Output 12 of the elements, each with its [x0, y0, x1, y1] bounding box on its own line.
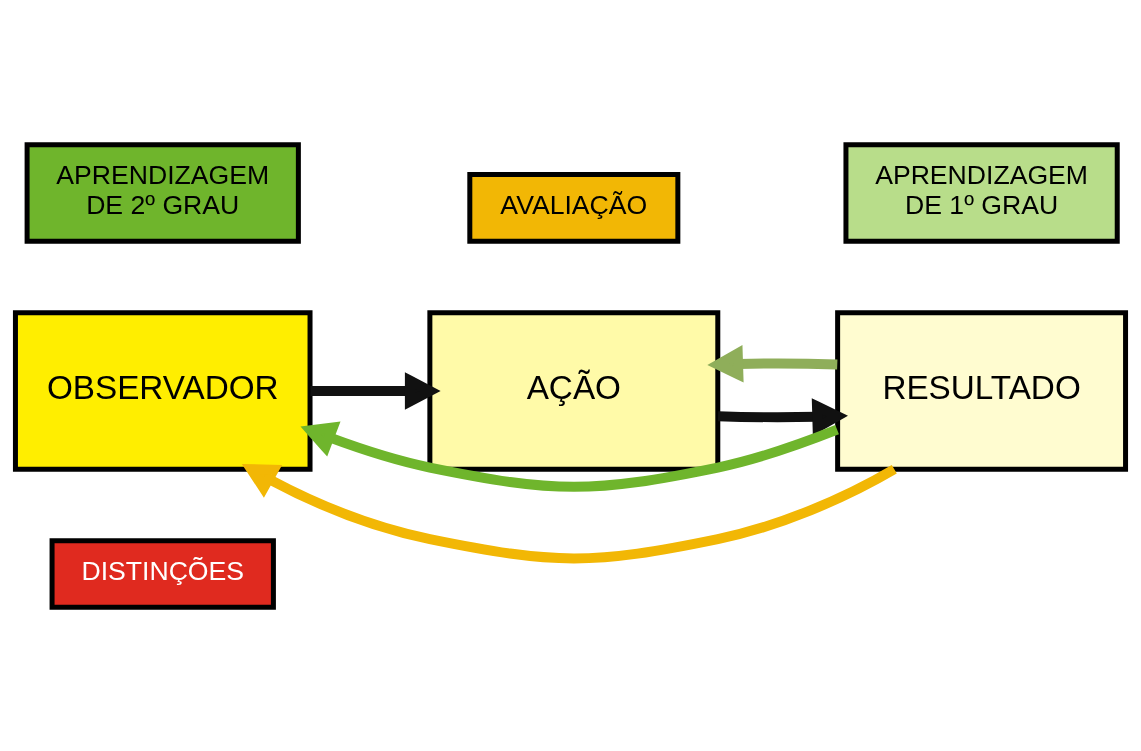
arrow: [241, 463, 897, 563]
node-box: APRENDIZAGEM DE 2º GRAU: [24, 141, 301, 244]
node-box: AÇÃO: [427, 309, 721, 472]
arrow: [707, 344, 838, 383]
node-box: RESULTADO: [835, 309, 1129, 472]
node-box: APRENDIZAGEM DE 1º GRAU: [843, 141, 1120, 244]
arrow: [717, 397, 848, 436]
node-box: AVALIAÇÃO: [467, 171, 681, 244]
node-box: DISTINÇÕES: [49, 537, 276, 610]
arrow: [300, 421, 839, 492]
arrow: [310, 371, 441, 410]
node-box: OBSERVADOR: [12, 309, 313, 472]
